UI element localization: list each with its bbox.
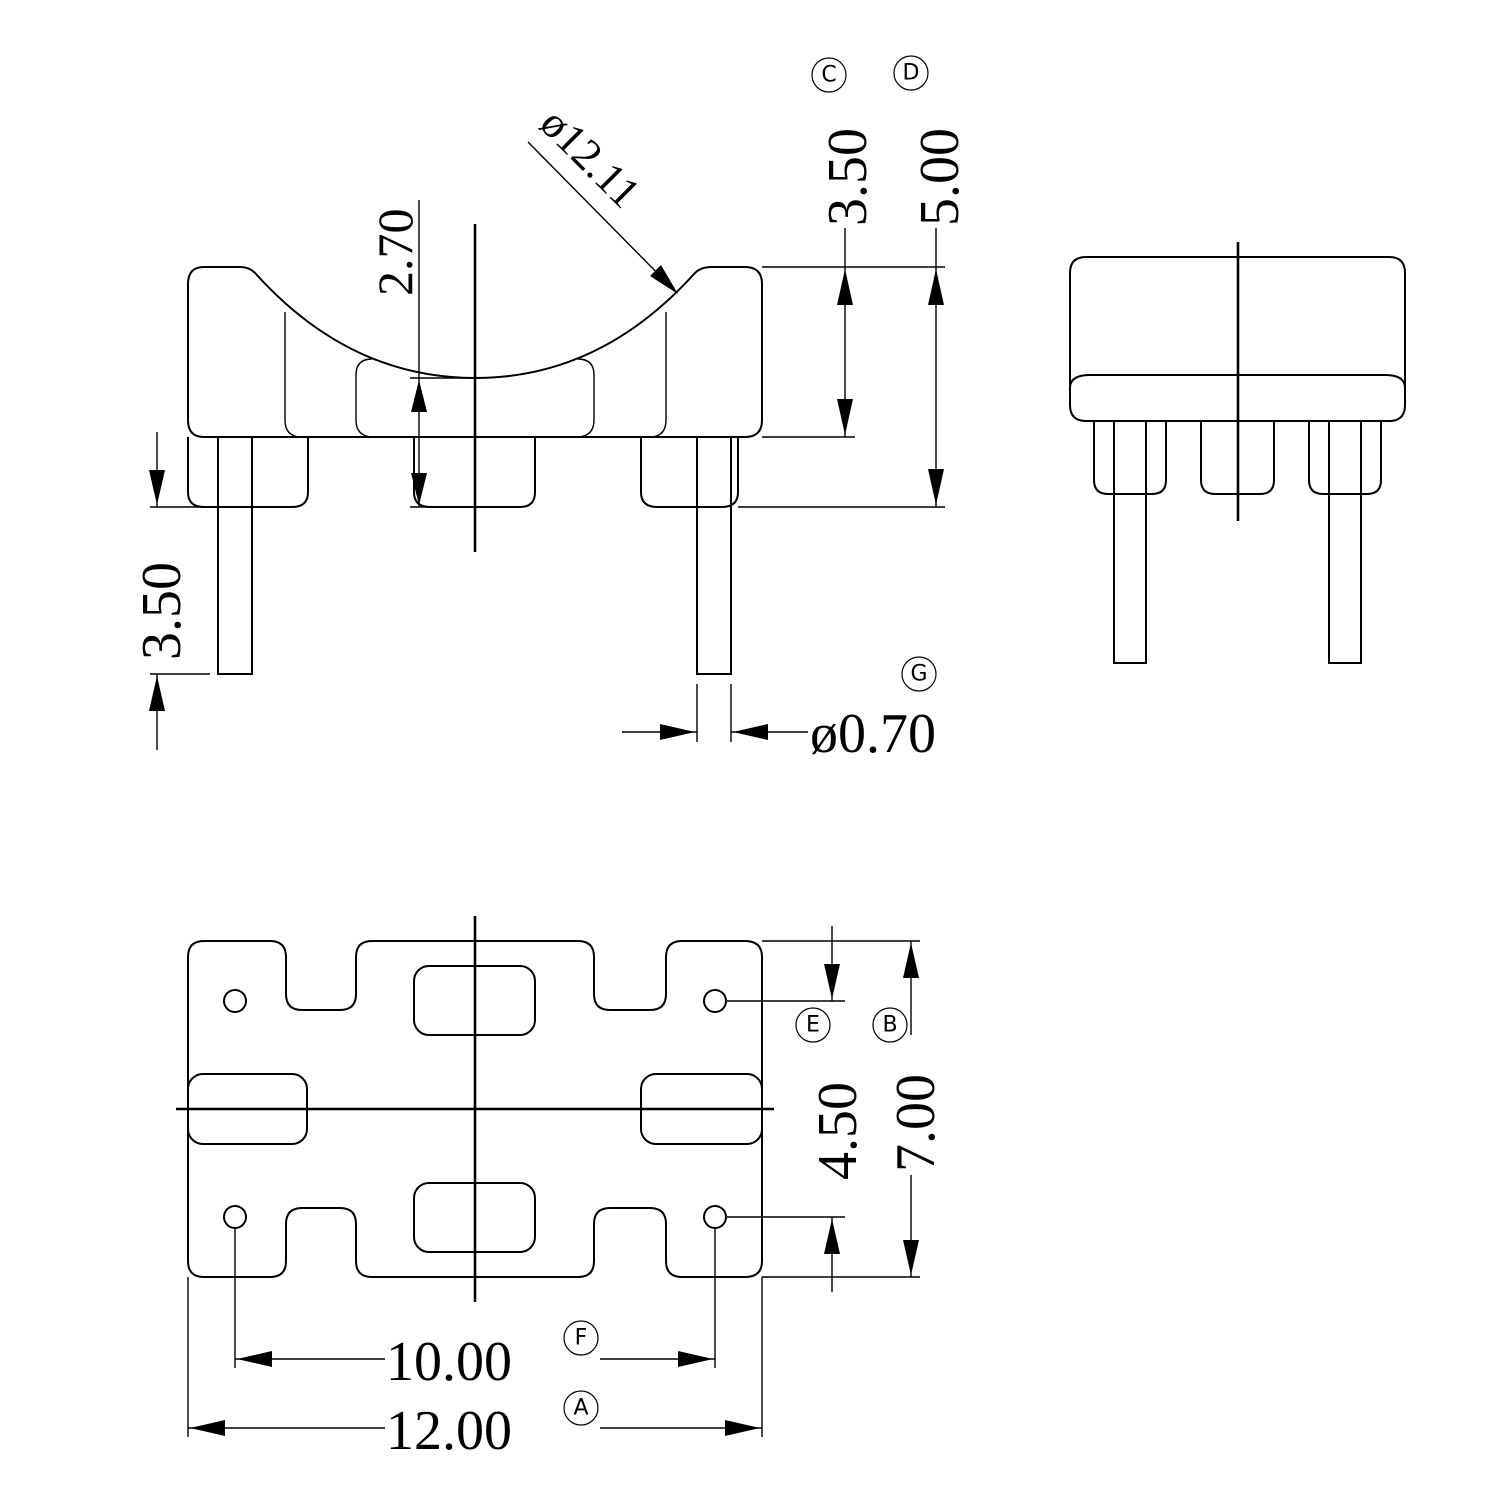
dim-e-label: 4.50: [807, 1082, 869, 1180]
dim-e-arrow-bottom: [824, 1219, 840, 1254]
dim-c-arrow-top: [837, 269, 853, 305]
dim-d-label: 5.00: [909, 128, 971, 226]
tag-e-circle: [795, 1007, 831, 1043]
side-left-pin: [1113, 420, 1147, 664]
tag-c-label: C: [821, 63, 836, 88]
front-right-inner-wall: [650, 312, 667, 438]
dim-f-arrow-left: [237, 1351, 272, 1367]
side-body-outline: [1069, 256, 1406, 422]
dim-pin-length-label: 3.50: [131, 562, 193, 660]
dim-e-arrow-top: [824, 964, 840, 999]
side-right-standoff: [1308, 421, 1382, 495]
tag-f-circle: [563, 1320, 599, 1356]
dim-f-label: 10.00: [386, 1331, 512, 1393]
front-right-standoff: [640, 437, 739, 508]
dim-radius-leader: [527, 141, 677, 293]
front-view: 2.70 ø12.11 3.50 C 5.00 D 3.50: [131, 55, 971, 765]
front-right-pin: [696, 436, 732, 675]
tag-a-circle: [563, 1390, 599, 1426]
bottom-hole-top-right: [703, 989, 727, 1013]
dim-pin-arrow-bottom: [149, 676, 165, 711]
dim-a-arrow-left: [190, 1420, 225, 1436]
dim-b-arrow-bottom: [903, 1240, 919, 1275]
dim-g-arrow-left: [660, 724, 695, 740]
front-left-inner-wall: [284, 312, 301, 438]
dim-radius-arrow: [650, 265, 678, 294]
front-body-outline: [187, 266, 763, 438]
dim-depth-arrow-top: [411, 380, 427, 412]
dim-c-label: 3.50: [817, 128, 879, 226]
tag-c-circle: [811, 57, 847, 93]
dim-depth-label: 2.70: [367, 209, 423, 297]
tag-a-label: A: [573, 1396, 588, 1421]
tag-e-label: E: [806, 1013, 820, 1038]
tag-g-label: G: [910, 662, 927, 687]
tag-g-circle: [901, 656, 937, 692]
dim-b-arrow-top: [903, 943, 919, 978]
side-left-standoff: [1093, 421, 1167, 495]
dim-d-arrow-bottom: [928, 469, 944, 505]
front-left-standoff: [187, 437, 309, 508]
bottom-view: 4.50 E 7.00 B 10.00 F 12.00 A: [176, 916, 947, 1462]
dim-g-arrow-right: [733, 724, 768, 740]
dim-a-arrow-right: [725, 1420, 760, 1436]
tag-f-label: F: [575, 1326, 588, 1351]
dim-c-arrow-bottom: [837, 399, 853, 435]
tag-b-circle: [872, 1007, 908, 1043]
front-central-recess: [355, 358, 595, 438]
bottom-hole-bottom-right: [703, 1205, 727, 1229]
dim-f-arrow-right: [678, 1351, 713, 1367]
bottom-outline: [187, 940, 763, 1278]
dim-pin-diameter-label: ø0.70: [810, 703, 936, 765]
dim-b-label: 7.00: [885, 1074, 947, 1172]
dim-depth-arrow-bottom: [411, 473, 427, 505]
tag-d-circle: [893, 55, 929, 91]
dim-pin-arrow-top: [149, 470, 165, 505]
dim-radius-label: ø12.11: [531, 98, 650, 217]
dim-a-label: 12.00: [386, 1400, 512, 1462]
bottom-hole-top-left: [223, 989, 247, 1013]
side-right-pin: [1328, 420, 1362, 664]
side-view: [1069, 242, 1406, 664]
front-left-pin: [217, 436, 253, 675]
tag-d-label: D: [903, 61, 920, 86]
tag-b-label: B: [882, 1013, 897, 1038]
dim-d-arrow-top: [928, 269, 944, 305]
bottom-hole-bottom-left: [223, 1205, 247, 1229]
